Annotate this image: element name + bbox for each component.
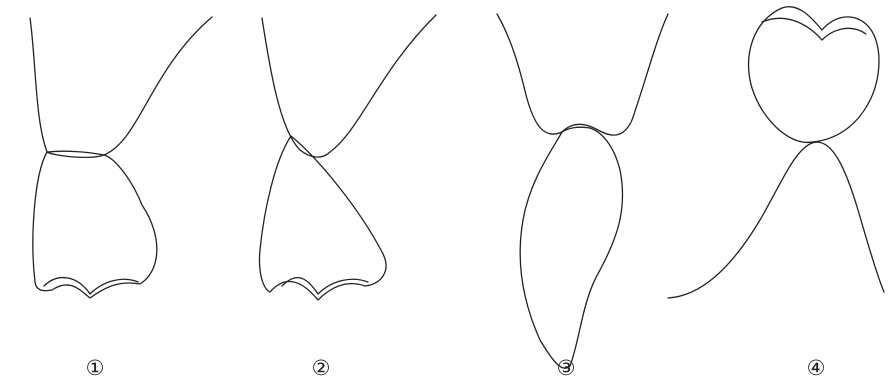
- panel-3-drawing: [497, 14, 668, 368]
- panel-1-tooth-inner-notch: [44, 278, 138, 294]
- panel-4-drawing: [668, 7, 884, 298]
- panel-1-label: ①: [75, 356, 115, 380]
- panel-2-drawing: [259, 15, 436, 300]
- panel-2-upper-curve: [262, 15, 436, 157]
- panel-1-drawing: [30, 17, 212, 298]
- panel-2-tooth-inner-notch: [282, 278, 368, 294]
- panel-1-tooth-outline: [33, 151, 157, 298]
- panel-1-upper-curve: [30, 17, 212, 157]
- panel-4-label: ④: [796, 356, 836, 380]
- panel-4-lower-curve: [668, 142, 884, 298]
- panel-2-label: ②: [301, 356, 341, 380]
- panel-3-tooth-outline: [520, 127, 622, 368]
- panel-3-upper-curve: [497, 14, 668, 135]
- panel-4-tooth-outline: [749, 7, 879, 143]
- panel-2-tooth-outline: [259, 136, 385, 300]
- panel-3-label: ③: [546, 356, 586, 380]
